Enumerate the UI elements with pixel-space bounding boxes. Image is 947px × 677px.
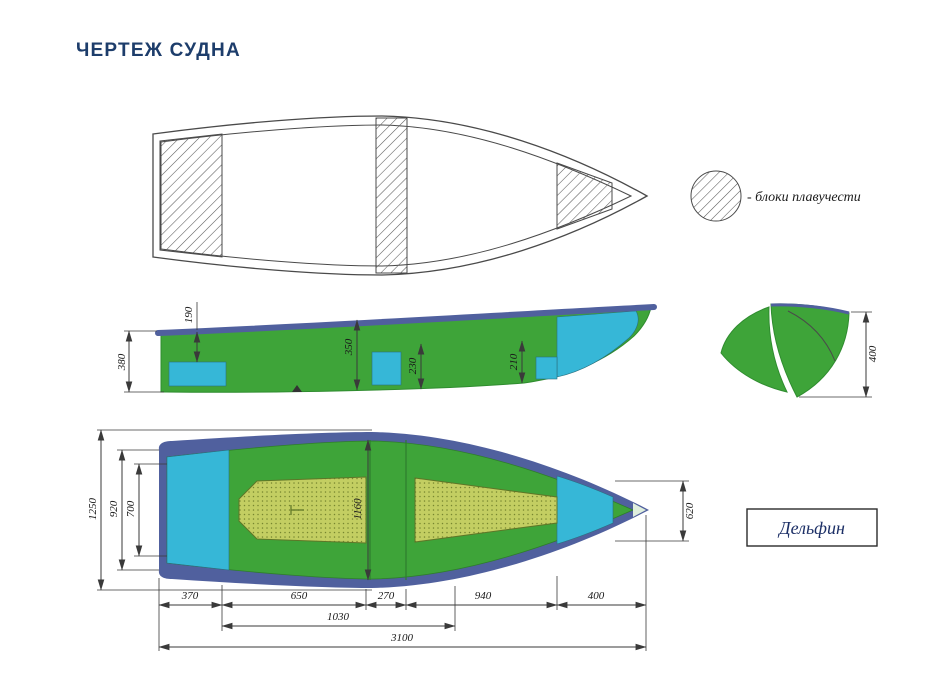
- buoyancy-block-bow: [556, 162, 613, 230]
- section-chine-line: [787, 310, 836, 362]
- dim-1250-label: 1250: [87, 498, 99, 521]
- model-nameplate-box: [746, 508, 878, 547]
- dim-370-label: 370: [181, 590, 199, 602]
- dim-920-label: 920: [108, 500, 120, 517]
- dim-700-label: 700: [125, 500, 137, 517]
- plan-hull-inner: [166, 440, 634, 580]
- side-gunwale-stripe: [155, 304, 657, 336]
- dim-400-label: 400: [867, 345, 879, 362]
- buoyancy-block-stern: [159, 133, 223, 258]
- plan-bow-compartment: [556, 475, 614, 545]
- legend-label: - блоки плавучести: [747, 190, 861, 205]
- section-top-edge: [770, 303, 850, 315]
- dim-350: 350: [343, 319, 361, 391]
- buoyancy-legend-icon: [690, 170, 742, 222]
- dim-650-label: 650: [291, 590, 308, 602]
- plan-bow-tip: [633, 503, 646, 517]
- legend: - блоки плавучести: [690, 170, 861, 222]
- dim-920: 920: [108, 449, 159, 571]
- floor-drain-notch: [290, 505, 304, 515]
- model-name: Дельфин: [777, 518, 845, 538]
- dim-620: 620: [615, 480, 696, 542]
- keel-fitting: [292, 385, 302, 392]
- length-dimension-chain: 370 650 270 940 400 1030 3100: [158, 515, 647, 651]
- plan-stern-compartment: [166, 449, 230, 571]
- dim-1160-label: 1160: [352, 498, 364, 520]
- dim-190-label: 190: [183, 306, 195, 323]
- floor-panel-right: [414, 477, 558, 543]
- dim-1160: 1160: [352, 439, 372, 581]
- side-stern-seat: [168, 361, 227, 387]
- side-view: 380 190 350 230 210: [116, 302, 657, 393]
- dim-380: 380: [116, 330, 164, 393]
- dim-400-length-label: 400: [588, 590, 605, 602]
- dim-380-label: 380: [116, 353, 128, 371]
- model-nameplate: Дельфин: [746, 508, 878, 547]
- side-mid-seat: [371, 351, 402, 386]
- side-bow-compartment: [556, 310, 639, 378]
- dim-350-label: 350: [343, 338, 355, 356]
- dim-230-label: 230: [407, 357, 419, 374]
- dim-940-label: 940: [475, 590, 492, 602]
- dim-210-label: 210: [508, 353, 520, 370]
- dim-1250: 1250: [87, 429, 372, 591]
- section-view: 400: [720, 303, 879, 398]
- dim-230: 230: [407, 343, 425, 390]
- top-view: [152, 115, 649, 276]
- dim-3100-label: 3100: [390, 632, 414, 644]
- dim-620-label: 620: [684, 502, 696, 519]
- side-fore-seat: [535, 356, 558, 380]
- dim-210: 210: [508, 340, 526, 384]
- top-view-hull-inner: [160, 124, 633, 267]
- section-left-panel: [720, 306, 788, 393]
- dim-1030-label: 1030: [327, 611, 350, 623]
- page-title: ЧЕРТЕЖ СУДНА: [76, 40, 241, 61]
- dim-190: 190: [183, 302, 201, 363]
- buoyancy-block-mid: [375, 117, 408, 274]
- dim-700: 700: [125, 463, 167, 557]
- dim-270-label: 270: [378, 590, 395, 602]
- dim-400-section: 400: [799, 311, 879, 398]
- plan-view: 1250 920 700 1160 620: [87, 429, 696, 651]
